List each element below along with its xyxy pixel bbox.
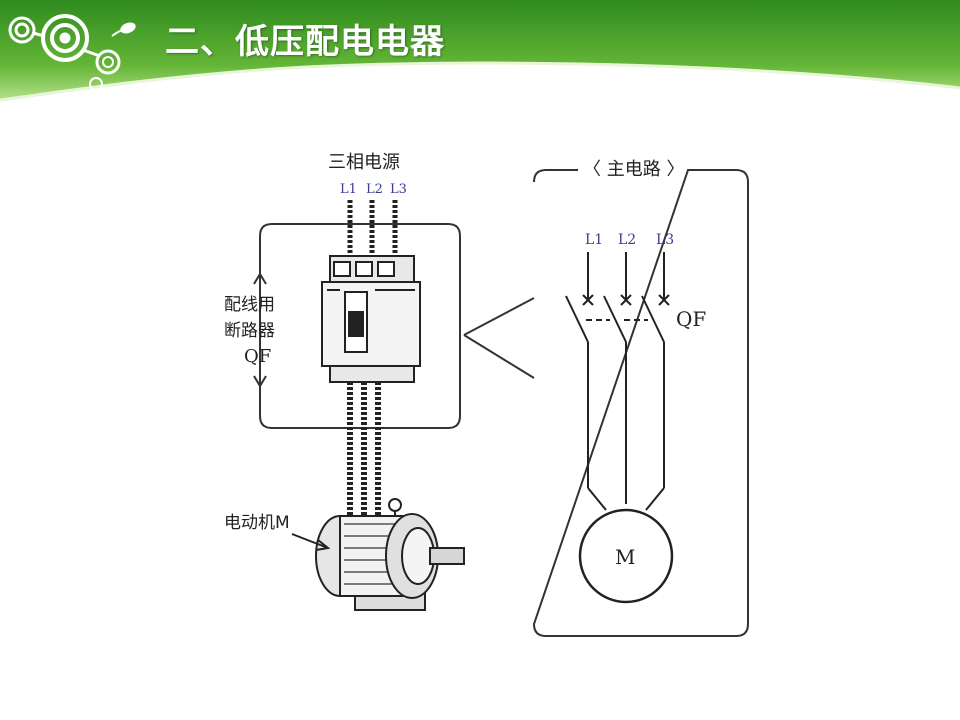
callout-pointer: [463, 297, 535, 379]
left-phase-label-l3: L3: [390, 182, 407, 197]
right-breaker-label: QF: [676, 307, 706, 331]
breaker-symbol: [565, 252, 670, 511]
leaf-bullet-icon: [111, 22, 136, 37]
motor-pointer-arrow: [291, 533, 331, 551]
breaker-label-line-2: 断路器: [224, 321, 275, 341]
right-phase-label-l2: L2: [618, 232, 636, 248]
motor-label: 电动机M: [224, 513, 290, 533]
main-circuit-frame: [532, 169, 749, 637]
right-phase-label-l1: L1: [585, 232, 603, 248]
breaker-label-line-1: 配线用: [224, 295, 275, 315]
power-source-label: 三相电源: [328, 152, 400, 173]
concentric-circles-logo-icon: [8, 14, 121, 91]
motor-symbol-circle: [578, 508, 674, 604]
left-phase-label-l2: L2: [366, 182, 383, 197]
left-phase-label-l1: L1: [340, 182, 357, 197]
incoming-cables: [347, 200, 398, 262]
header-banner: [0, 0, 960, 102]
motor-symbol-label: M: [615, 545, 635, 569]
breaker-frame: [259, 223, 461, 429]
main-circuit-label: 〈 主电路 〉: [583, 159, 684, 180]
right-phase-label-l3: L3: [656, 232, 674, 248]
breaker-label-line-3: QF: [244, 346, 271, 367]
slide-title: 二、低压配电电器: [165, 22, 445, 62]
breaker-label-bracket: [253, 272, 267, 388]
motor-device: [315, 498, 465, 611]
breaker-device: [321, 255, 421, 383]
